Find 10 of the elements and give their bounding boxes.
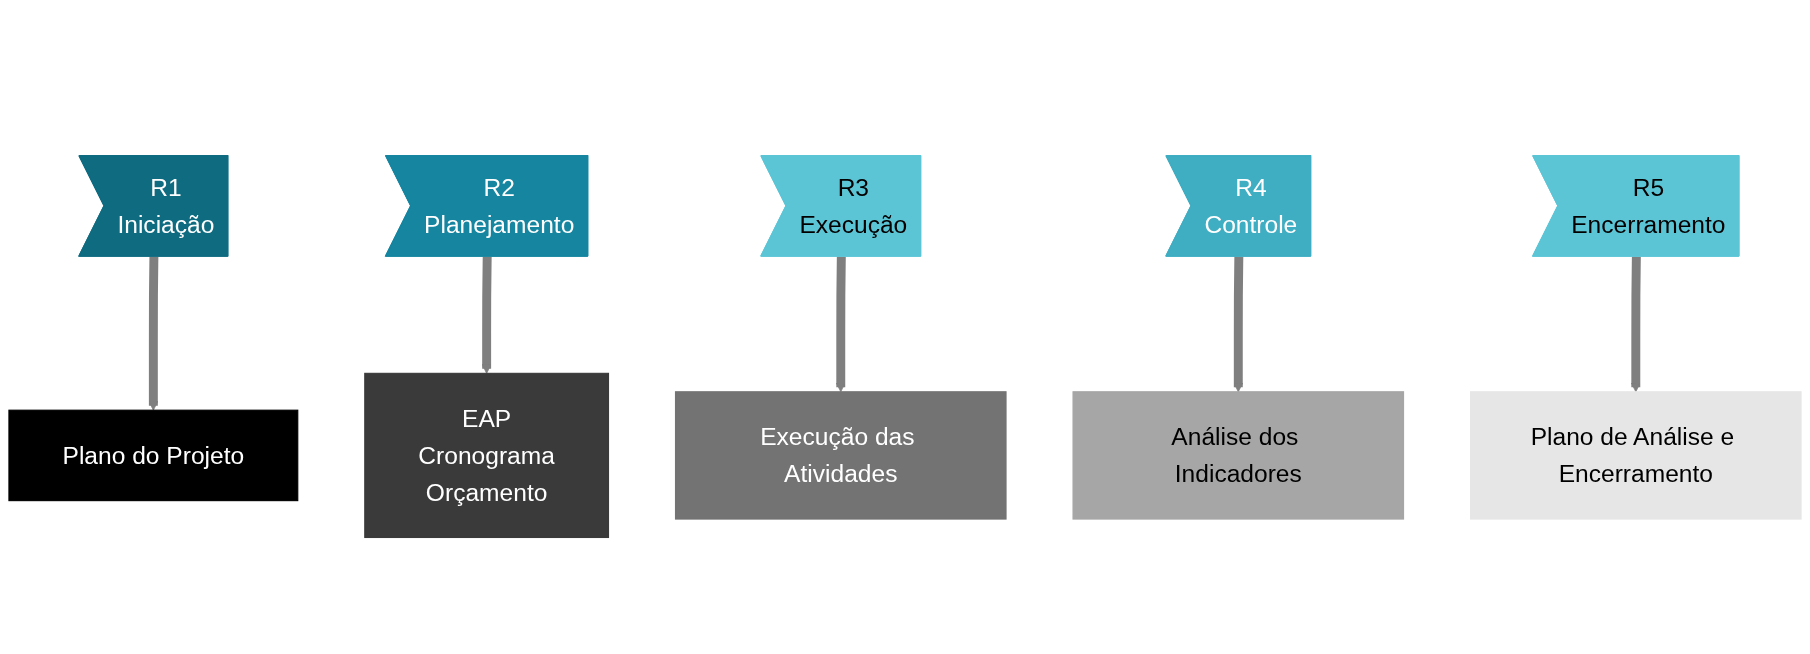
arrow xyxy=(481,256,492,374)
node-box: Execução das Atividades xyxy=(674,391,1007,520)
node-box: EAP Cronograma Orçamento xyxy=(364,372,610,539)
arrow xyxy=(835,256,846,393)
arrow xyxy=(148,256,159,411)
node-box: Plano do Projeto xyxy=(8,409,299,502)
node-box: Plano de Análise e Encerramento xyxy=(1470,391,1802,520)
arrow xyxy=(1630,256,1641,393)
node-box: Análise dos Indicadores xyxy=(1072,391,1405,520)
arrow xyxy=(1233,256,1244,393)
